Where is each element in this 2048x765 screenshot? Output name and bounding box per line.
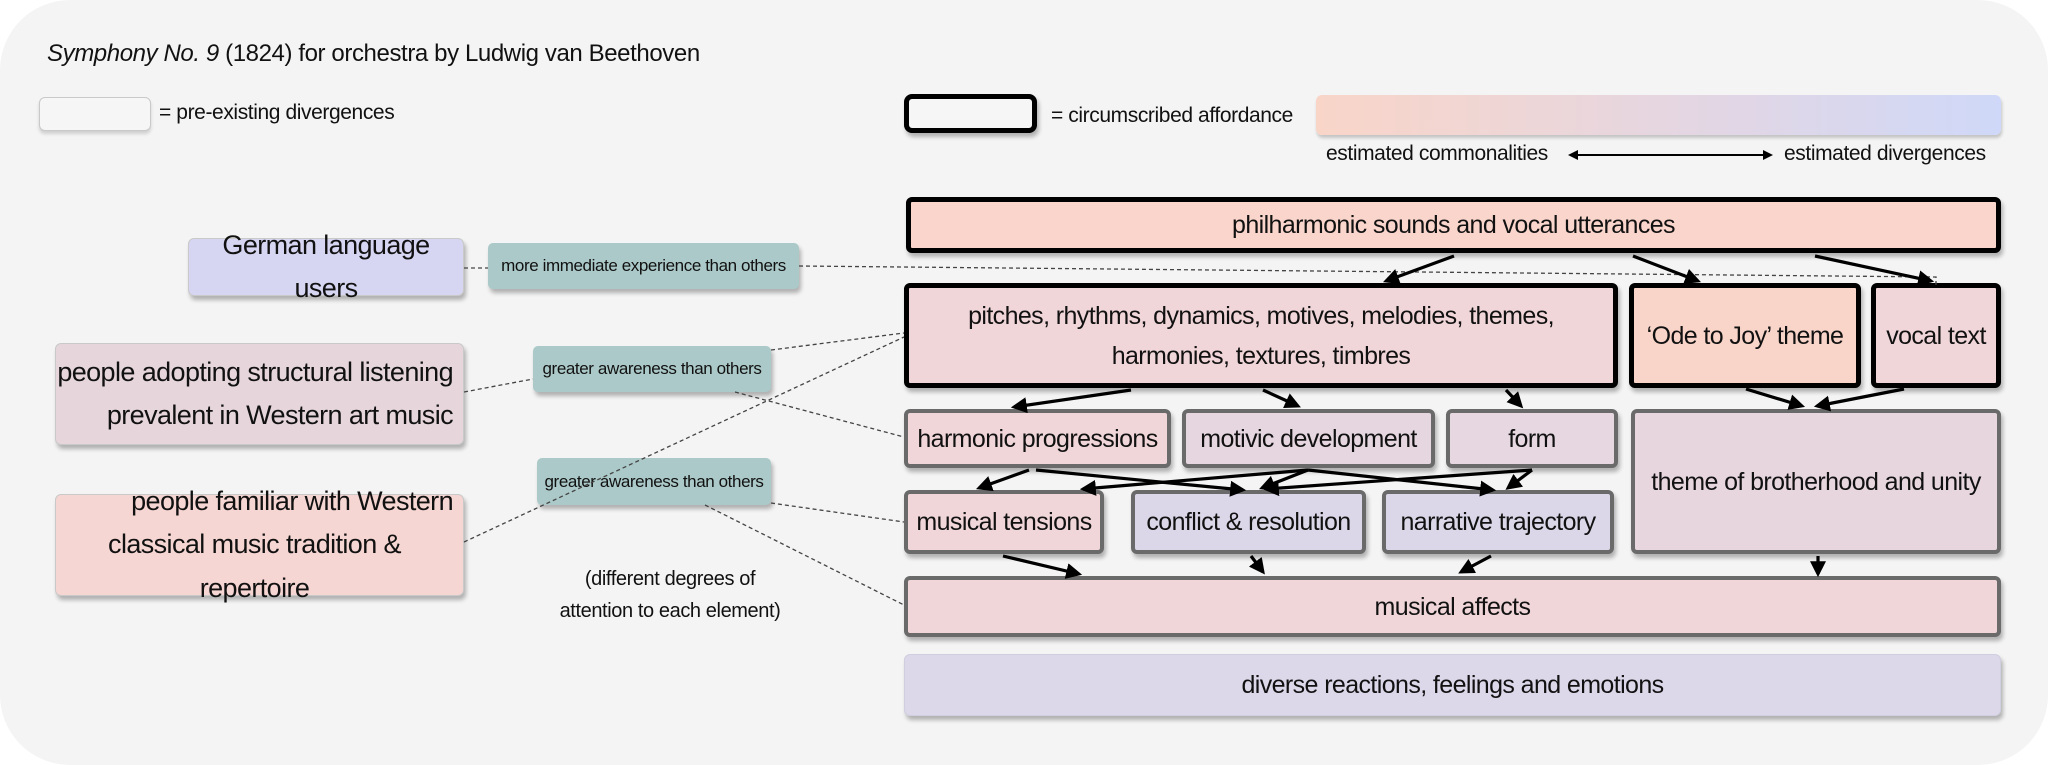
dash-immediate-vocal: [798, 265, 1937, 285]
node-narrative-trajectory: narrative trajectory: [1382, 490, 1614, 554]
group-familiar-line2: classical music tradition & repertoire: [108, 529, 402, 603]
group-structural-listening: people adopting structural listening pre…: [55, 343, 464, 445]
node-conflict-resolution: conflict & resolution: [1131, 490, 1366, 554]
title-work: Symphony No. 9: [47, 40, 219, 67]
node-motivic-development: motivic development: [1182, 409, 1435, 468]
legend-circumscribed-label: = circumscribed affordance: [1051, 104, 1293, 127]
node-pitches-line2: harmonies, textures, timbres: [1111, 341, 1411, 370]
legend-circumscribed-swatch: [904, 94, 1037, 133]
node-pitches: pitches, rhythms, dynamics, motives, mel…: [904, 283, 1618, 388]
title-rest: (1824) for orchestra by Ludwig van Beeth…: [218, 40, 700, 67]
relation-greater-awareness-1: greater awareness than others: [533, 346, 771, 392]
dash-awareness-harmonic: [734, 391, 905, 438]
scale-right-label: estimated divergences: [1784, 142, 1986, 165]
node-ode-to-joy: ‘Ode to Joy’ theme: [1629, 283, 1861, 388]
node-harmonic-progressions: harmonic progressions: [904, 409, 1171, 468]
node-diverse-reactions: diverse reactions, feelings and emotions: [904, 654, 2001, 716]
group-structural-line1: people adopting structural listening: [57, 356, 453, 387]
diagram-title: Symphony No. 9 (1824) for orchestra by L…: [47, 40, 700, 68]
attention-note-line2: attention to each element): [559, 600, 781, 622]
arrow-narrative-affects: [1458, 554, 1492, 574]
relation-greater-awareness-2: greater awareness than others: [537, 458, 771, 505]
node-musical-tensions: musical tensions: [904, 490, 1104, 554]
group-familiar-line1: people familiar with Western: [131, 486, 453, 517]
divergence-gradient-scale: [1316, 95, 2001, 135]
arrow-phil-pitches: [1382, 254, 1455, 285]
group-structural-line2: prevalent in Western art music: [106, 400, 454, 430]
arrow-phil-vocal: [1814, 254, 1935, 287]
dash-structural-awareness: [463, 378, 534, 393]
arrow-form-conflict: [1262, 468, 1533, 497]
arrow-pitches-motivic: [1262, 388, 1301, 408]
arrow-pitches-harmonic: [1010, 388, 1132, 414]
node-vocal-text: vocal text: [1871, 283, 2001, 388]
group-western-classical-familiar: people familiar with Western classical m…: [55, 486, 464, 603]
attention-note: (different degrees of attention to each …: [520, 563, 820, 627]
node-philharmonic: philharmonic sounds and vocal utterances: [906, 197, 2001, 253]
scale-left-label: estimated commonalities: [1326, 142, 1548, 165]
attention-note-line1: (different degrees of: [584, 568, 756, 590]
node-musical-affects: musical affects: [904, 576, 2001, 637]
dash-familiar-pitches: [463, 336, 905, 543]
arrow-ode-brotherhood: [1745, 387, 1806, 410]
arrow-tensions-affects: [1002, 554, 1083, 579]
dash-awareness2-affects: [704, 504, 905, 606]
node-brotherhood-theme: theme of brotherhood and unity: [1631, 409, 2001, 554]
arrow-harmonic-tensions: [975, 468, 1030, 492]
dash-awareness2-tensions: [770, 502, 905, 523]
arrow-pitches-form: [1504, 388, 1524, 409]
node-pitches-line1: pitches, rhythms, dynamics, motives, mel…: [968, 301, 1554, 330]
legend-pre-existing-swatch: [39, 97, 151, 131]
node-form: form: [1446, 409, 1618, 468]
dash-awareness-pitches: [770, 332, 905, 351]
legend-pre-existing-label: = pre-existing divergences: [159, 101, 395, 124]
arrow-harmonic-conflict: [1035, 468, 1247, 497]
relation-more-immediate: more immediate experience than others: [488, 243, 799, 289]
arrow-vocal-brotherhood: [1813, 387, 1905, 412]
arrow-motivic-tensions: [1079, 468, 1309, 496]
arrow-form-narrative: [1505, 468, 1533, 490]
arrow-conflict-affects: [1248, 555, 1265, 575]
arrow-phil-ode: [1632, 254, 1701, 284]
